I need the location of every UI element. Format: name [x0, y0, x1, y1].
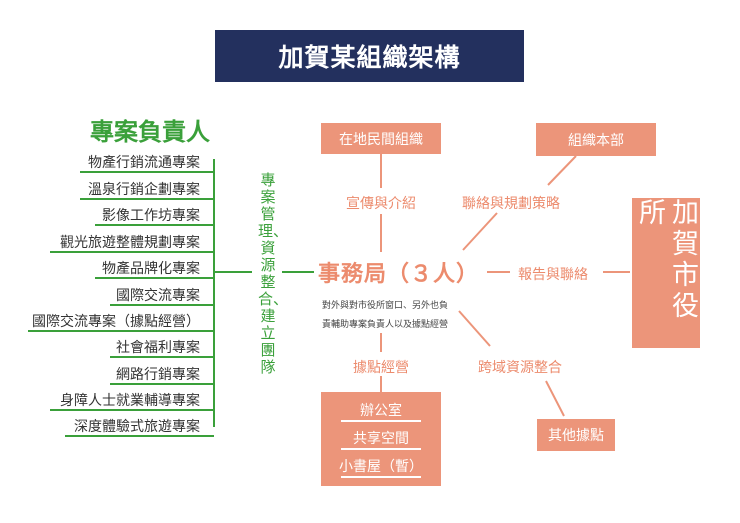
- node-bases: 辦公室 共享空間 小書屋（暫）: [321, 392, 441, 486]
- project-underline: [95, 277, 214, 279]
- secretariat-desc-line1: 對外與對市役所窗口、另外也負: [322, 301, 449, 311]
- project-underline: [80, 198, 214, 200]
- project-item: 深度體驗式旅遊專案: [74, 419, 200, 435]
- project-item: 觀光旅遊整體規劃專案: [60, 235, 200, 251]
- project-underline: [50, 409, 214, 411]
- edge-label-liaison-planning: 聯絡與規劃策略: [462, 196, 560, 212]
- node-hq: 組織本部: [536, 123, 656, 156]
- project-item: 物產行銷流通專案: [88, 155, 200, 171]
- project-item: 身障人士就業輔導專案: [60, 393, 200, 409]
- secretariat-desc-line2: 責輔助專案負責人以及據點經營: [322, 320, 449, 330]
- base-underline: [341, 476, 421, 478]
- edge-label-cross-area: 跨域資源整合: [478, 360, 562, 376]
- base-item: 辦公室: [360, 403, 402, 419]
- base-item: 共享空間: [353, 431, 409, 447]
- project-item: 影像工作坊專案: [102, 208, 200, 224]
- line-hq-top: [547, 155, 577, 186]
- edge-label-promotion: 宣傳與介紹: [346, 196, 416, 212]
- project-item: 網路行銷專案: [116, 367, 200, 383]
- base-item: 小書屋（暫）: [339, 459, 423, 475]
- node-secretariat: 事務局（３人）: [318, 262, 480, 287]
- base-underline: [341, 448, 421, 450]
- city-office-label: 加賀市役所: [634, 198, 698, 322]
- node-local-org: 在地民間組織: [321, 123, 441, 154]
- project-item: 溫泉行銷企劃專案: [88, 182, 200, 198]
- project-underline: [50, 251, 214, 253]
- base-underline: [341, 420, 421, 422]
- project-item: 社會福利專案: [116, 340, 200, 356]
- line-other-bottom: [545, 380, 565, 417]
- green-connector-label: 專案管理、資源整合、建立團隊: [258, 171, 289, 376]
- project-underline: [28, 330, 214, 332]
- line-other-top: [458, 310, 491, 347]
- edge-label-report-liaison: 報告與聯絡: [518, 267, 588, 283]
- project-underline: [110, 383, 214, 385]
- project-underline: [110, 356, 214, 358]
- chart-title: 加賀某組織架構: [215, 30, 524, 82]
- project-item: 國際交流專案（據點經營）: [32, 314, 200, 330]
- project-item: 物產品牌化專案: [102, 261, 200, 277]
- left-heading: 專案負責人: [90, 118, 210, 146]
- edge-label-base-operation: 據點經營: [353, 360, 409, 376]
- node-city-office: 加賀市役所: [632, 198, 700, 348]
- project-underline: [65, 435, 214, 437]
- project-underline: [95, 224, 214, 226]
- node-other-bases: 其他據點: [537, 419, 615, 451]
- project-item: 國際交流專案: [116, 288, 200, 304]
- project-underline: [80, 171, 214, 173]
- line-hq-bottom: [462, 212, 498, 251]
- project-underline: [110, 304, 214, 306]
